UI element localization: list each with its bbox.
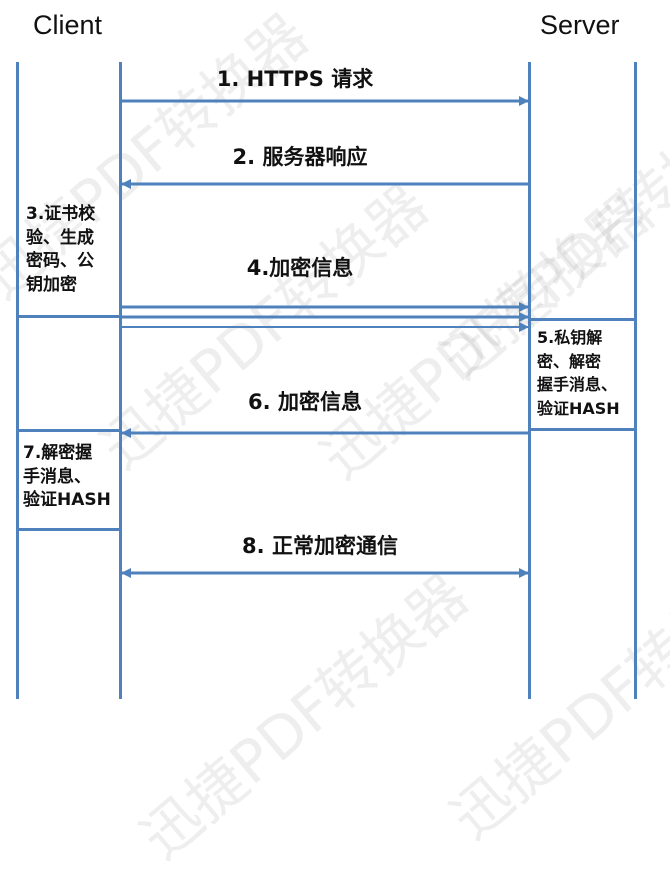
server-step5-line: 验证HASH — [537, 398, 620, 418]
message-4-label: 4.加密信息 — [246, 256, 354, 280]
client-step3-line: 验、生成 — [26, 227, 94, 248]
client-outer-lifeline — [16, 62, 19, 699]
message-2-label: 2. 服务器响应 — [232, 145, 368, 169]
server-step5-line: 5.私钥解 — [537, 328, 603, 347]
server-title: Server — [540, 10, 620, 40]
client-step7-text: 7.解密握 手消息、 验证HASH — [23, 442, 111, 513]
client-step7-line: 手消息、 — [23, 466, 91, 487]
client-step3-line: 钥加密 — [26, 274, 77, 295]
client-step3-line: 密码、公 — [26, 251, 94, 271]
server-outer-lifeline — [634, 62, 637, 699]
message-arrows — [121, 96, 529, 578]
client-lifeline — [119, 62, 122, 699]
client-step7-line: 验证HASH — [23, 490, 111, 510]
message-1-label: 1. HTTPS 请求 — [216, 67, 374, 91]
message-8-label: 8. 正常加密通信 — [242, 534, 398, 558]
server-step5-box-bottom — [528, 428, 637, 431]
client-step3-box-bottom — [16, 315, 122, 318]
client-title: Client — [33, 10, 103, 40]
client-step7-box-top — [16, 429, 122, 432]
server-step5-text: 5.私钥解 密、解密 握手消息、 验证HASH — [537, 326, 620, 420]
client-step7-line: 7.解密握 — [23, 443, 93, 463]
client-step7-box-bottom — [16, 528, 122, 531]
server-step5-line: 密、解密 — [537, 351, 602, 371]
client-step3-line: 3.证书校 — [26, 204, 96, 224]
message-6-label: 6. 加密信息 — [248, 390, 362, 414]
client-step3-text: 3.证书校 验、生成 密码、公 钥加密 — [26, 203, 95, 297]
server-lifeline — [528, 62, 531, 699]
server-step5-box-top — [528, 318, 637, 321]
server-step5-line: 握手消息、 — [537, 375, 618, 394]
